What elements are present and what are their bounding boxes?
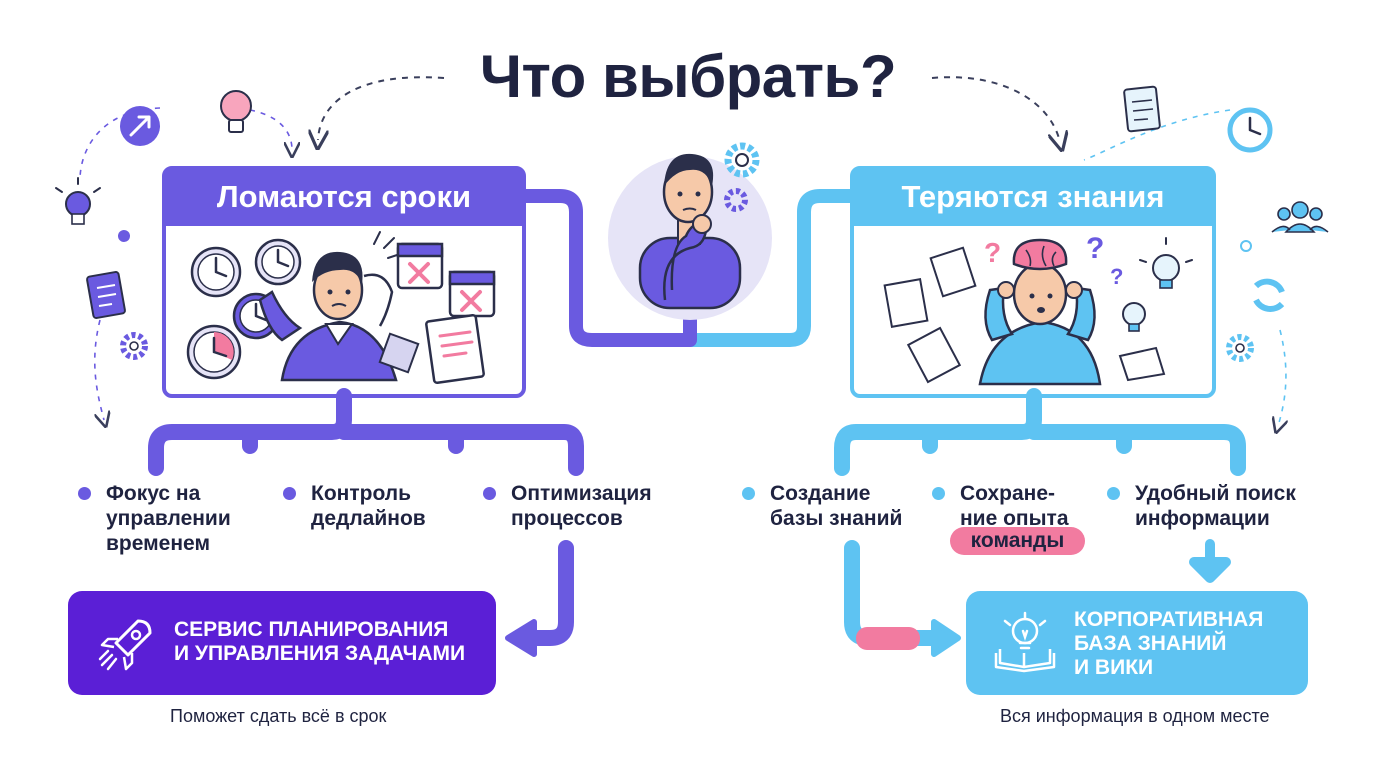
left-solution-pipe (522, 540, 574, 646)
lightbulb-icon (1139, 237, 1193, 289)
bullet-line: управлении (106, 507, 231, 530)
dashed-loop-left-3 (249, 109, 292, 150)
left-solution-text: СЕРВИС ПЛАНИРОВАНИЯ И УПРАВЛЕНИЯ ЗАДАЧАМ… (174, 618, 484, 666)
decor-dot (118, 230, 130, 242)
solution-line: И ВИКИ (1074, 656, 1154, 679)
right-bullet-3: Удобный поиск информации (1107, 481, 1296, 531)
right-panel-header: Теряются знания (852, 168, 1214, 226)
page-title: Что выбрать? (479, 43, 897, 110)
left-solution-box: СЕРВИС ПЛАНИРОВАНИЯ И УПРАВЛЕНИЯ ЗАДАЧАМ… (68, 591, 496, 695)
right-solution-text: КОРПОРАТИВНАЯ БАЗА ЗНАНИЙ И ВИКИ (1074, 608, 1299, 680)
dashed-loop-left-2 (93, 319, 104, 420)
dashed-loop-right-2 (1278, 329, 1286, 426)
lightbulb-icon (220, 90, 252, 133)
right-solution-pipe (844, 540, 946, 646)
right-bullet-2: Сохране- ние опыта (932, 481, 1069, 531)
rocket-icon (98, 619, 152, 671)
lightbulb-icon (55, 177, 101, 225)
pink-connector (856, 627, 920, 650)
solution-line: БАЗА ЗНАНИЙ (1074, 632, 1227, 655)
solution-line: КОРПОРАТИВНАЯ (1074, 608, 1264, 631)
clock-icon (254, 238, 302, 286)
decor-dot (1240, 240, 1252, 252)
bullet-line: дедлайнов (311, 507, 426, 530)
left-bullet-3: Оптимизация процессов (483, 481, 652, 531)
right-caption: Вся информация в одном месте (1000, 706, 1270, 726)
bullet-line: Удобный поиск (1135, 482, 1296, 505)
lightbulb-book-icon (994, 611, 1056, 673)
left-solution-arrow (505, 619, 537, 657)
left-bullet-2: Контроль дедлайнов (283, 481, 426, 531)
dashed-arrow-left (318, 76, 445, 140)
dashed-loop-right (1083, 109, 1231, 161)
left-caption: Поможет сдать всё в срок (170, 706, 387, 726)
left-branch-pipe (148, 388, 584, 476)
bullet-dot (483, 487, 496, 500)
pipe-center-to-right (685, 189, 859, 347)
document-icon (86, 271, 126, 319)
gear-icon (724, 142, 760, 212)
document-icon (1118, 346, 1166, 382)
document-icon (883, 278, 929, 328)
stressed-man-clocks-illustration (186, 231, 496, 385)
bullet-line: Сохране- (960, 482, 1056, 505)
document-icon (1123, 85, 1161, 133)
confused-man-brain-illustration: ? ? ? (883, 232, 1193, 386)
bullet-line: Оптимизация (511, 482, 652, 505)
bullet-line: временем (106, 532, 210, 555)
dashed-loop-left (79, 107, 161, 181)
bullet-line: процессов (511, 507, 623, 530)
right-bullet-1: Создание базы знаний (742, 481, 902, 531)
right-branch-pipe (834, 388, 1246, 476)
thinking-person-illustration (608, 153, 772, 320)
document-icon (906, 326, 962, 384)
question-mark-icon: ? (984, 237, 1001, 268)
gear-icon (120, 332, 148, 360)
document-icon (425, 313, 485, 385)
solution-line: И УПРАВЛЕНИЯ ЗАДАЧАМИ (174, 642, 466, 665)
bullet-line: Создание (770, 482, 871, 505)
dashed-arrow-right (931, 76, 1060, 142)
question-mark-icon: ? (1110, 264, 1123, 289)
right-solution-arrow (931, 619, 961, 657)
brain-icon (1012, 238, 1068, 271)
gear-icon (1226, 334, 1254, 362)
command-tag: команды (950, 527, 1085, 555)
bullet-dot (78, 487, 91, 500)
question-mark-icon: ? (1086, 232, 1104, 265)
left-panel-header: Ломаются сроки (164, 168, 524, 226)
arrow-icon (120, 106, 160, 146)
people-icon (1271, 201, 1329, 233)
pipe-left-to-center (517, 189, 697, 347)
bullet-dot (742, 487, 755, 500)
bullet-dot (1107, 487, 1120, 500)
bullet-line: ние опыта (960, 507, 1069, 530)
clock-icon (1227, 107, 1273, 153)
document-icon (929, 246, 977, 298)
bullet-line: базы знаний (770, 507, 903, 530)
right-solution-box: КОРПОРАТИВНАЯ БАЗА ЗНАНИЙ И ВИКИ (966, 591, 1308, 695)
solution-line: СЕРВИС ПЛАНИРОВАНИЯ (174, 618, 449, 641)
bullet-line: информации (1135, 507, 1270, 530)
clock-icon (186, 324, 242, 380)
bullet-line: Контроль (311, 482, 411, 505)
right-down-arrow (1189, 539, 1231, 583)
calendar-icon (448, 270, 496, 318)
bullet-line: Фокус на (106, 482, 201, 505)
left-bullet-1: Фокус на управлении временем (78, 481, 231, 556)
bullet-dot (283, 487, 296, 500)
calendar-icon (396, 242, 444, 290)
clock-icon (190, 246, 242, 298)
bullet-dot (932, 487, 945, 500)
lightbulb-icon (1122, 302, 1146, 332)
refresh-icon (1253, 278, 1285, 312)
